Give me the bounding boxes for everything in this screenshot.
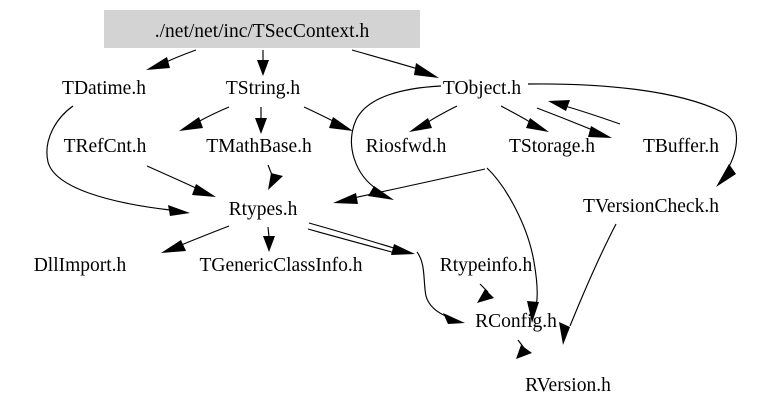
arrow-head [588, 126, 612, 138]
edge-rtypes-to-rtypeinfo-parallel [307, 228, 400, 255]
node-rversion[interactable]: RVersion.h [525, 375, 611, 396]
arrow-head [268, 173, 283, 190]
edge-tdatime-to-rtypes [46, 105, 190, 216]
edge-rtypes-to-tgenericclassinfo [263, 226, 275, 252]
arrow-head [516, 345, 532, 359]
edge-rconfig-to-rversion [516, 339, 532, 359]
edge-tobject-to-rtypes [350, 85, 442, 200]
arrow-head [559, 322, 570, 345]
arrow-head [368, 186, 394, 200]
root-node-box [104, 10, 420, 48]
arrow-head [329, 117, 353, 131]
edge-root-to-tdatime [146, 49, 197, 70]
node-tobject[interactable]: TObject.h [443, 78, 521, 99]
arrow-head [391, 244, 415, 255]
edge-tobject-to-tstorage [500, 105, 549, 132]
arrow-head [409, 118, 432, 132]
node-dllimport[interactable]: DllImport.h [34, 255, 127, 276]
node-rconfig[interactable]: RConfig.h [475, 311, 557, 332]
edge-root-to-tstring [257, 50, 269, 76]
edge-root-to-tobject [351, 49, 439, 78]
node-tstring[interactable]: TString.h [226, 78, 300, 99]
arrow-head [527, 301, 539, 323]
node-rtypes[interactable]: Rtypes.h [229, 199, 298, 220]
edge-tversioncheck-to-rversion [559, 223, 617, 345]
node-tstorage[interactable]: TStorage.h [509, 136, 595, 157]
edge-tbuffer-to-tobject [548, 100, 621, 125]
edge-tobject-to-riosfwd [409, 105, 458, 132]
node-tgenericclassinfo[interactable]: TGenericClassInfo.h [200, 255, 363, 276]
node-tmathbase[interactable]: TMathBase.h [206, 136, 312, 157]
arrow-head [414, 63, 439, 78]
edge-tstorage-to-rconfig [486, 167, 539, 323]
root-node-label: ./net/net/inc/TSecContext.h [155, 21, 370, 42]
node-riosfwd[interactable]: Riosfwd.h [366, 136, 447, 157]
arrow-head [333, 193, 358, 204]
arrow-head [255, 118, 267, 134]
edge-tobject-to-tversioncheck [527, 83, 738, 187]
edge-tstring-to-riosfwd [303, 106, 353, 131]
edge-rtypeinfo-to-rconfig [477, 283, 494, 303]
arrow-head [548, 100, 570, 111]
edge-rtypes-to-rconfig [416, 251, 465, 324]
arrow-head [716, 164, 736, 187]
edge-trefcnt-to-rtypes [146, 165, 216, 197]
edge-tmathbase-to-rtypes [267, 164, 283, 190]
edge-rtypes-to-dllimport [161, 225, 230, 253]
node-tversioncheck[interactable]: TVersionCheck.h [583, 196, 719, 217]
arrow-head [443, 313, 465, 324]
arrow-head [146, 57, 170, 70]
arrow-head [263, 236, 275, 252]
arrow-head [477, 289, 494, 303]
edge-tstorage-to-rtypes [333, 168, 486, 204]
node-trefcnt[interactable]: TRefCnt.h [64, 136, 147, 157]
edge-rtypes-to-rtypeinfo [308, 222, 415, 255]
arrow-head [161, 240, 186, 253]
arrow-head [179, 117, 203, 131]
node-tdatime[interactable]: TDatime.h [62, 78, 146, 99]
edge-tstring-to-trefcnt [179, 106, 230, 131]
arrow-head [168, 205, 190, 216]
edge-tobject-to-tbuffer [536, 107, 612, 138]
arrow-head [526, 118, 549, 132]
arrow-head [257, 60, 269, 76]
node-tbuffer[interactable]: TBuffer.h [643, 136, 719, 157]
arrow-head [192, 184, 216, 197]
node-rtypeinfo[interactable]: Rtypeinfo.h [440, 255, 533, 276]
edge-tstring-to-tmathbase [255, 107, 267, 134]
